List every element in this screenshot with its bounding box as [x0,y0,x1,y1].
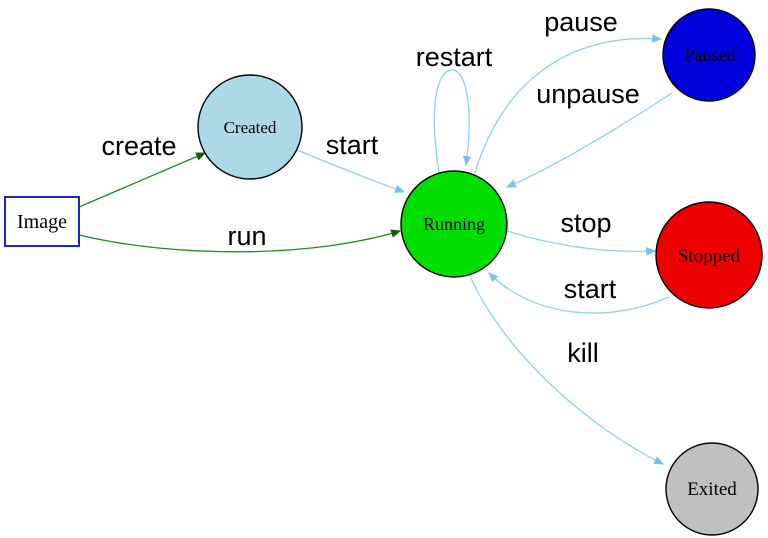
image-node-label: Image [17,211,67,233]
paused-node-label: Paused [685,45,736,65]
edge-created-start-running [296,149,406,193]
edge-running-kill-exited [468,273,665,465]
node-exited: Exited [665,442,759,536]
exited-node-circle [665,442,759,536]
running-node-circle [400,170,508,278]
edge-image-create-created [78,152,207,208]
created-node-label: Created [224,118,277,137]
running-node-label: Running [423,214,485,234]
edge-running-stop-stopped [506,230,657,256]
edge-label-start-top: start [326,130,379,160]
edge-label-stop: stop [560,208,611,238]
stopped-node-circle [655,201,763,309]
edge-label-run: run [227,221,266,251]
stopped-node-label: Stopped [678,246,741,267]
node-paused: Paused [662,8,756,102]
node-created: Created [197,74,303,180]
edge-label-kill: kill [567,338,599,368]
image-node-box [4,196,80,247]
node-running: Running [400,170,508,278]
edge-label-start-bottom: start [564,274,617,304]
edge-stopped-start-running [488,272,670,314]
edge-label-restart: restart [416,42,493,72]
edge-label-create: create [101,131,176,161]
created-node-circle [197,74,303,180]
edge-paused-unpause-running [505,92,673,188]
node-stopped: Stopped [655,201,763,309]
edge-label-pause: pause [544,7,618,37]
edge-label-unpause: unpause [536,79,640,109]
edge-running-restart-selfloop [433,69,472,173]
exited-node-label: Exited [687,479,737,500]
edge-running-pause-paused [473,34,663,177]
edge-image-run-running [78,229,402,253]
node-image: Image [4,196,80,247]
paused-node-circle [662,8,756,102]
